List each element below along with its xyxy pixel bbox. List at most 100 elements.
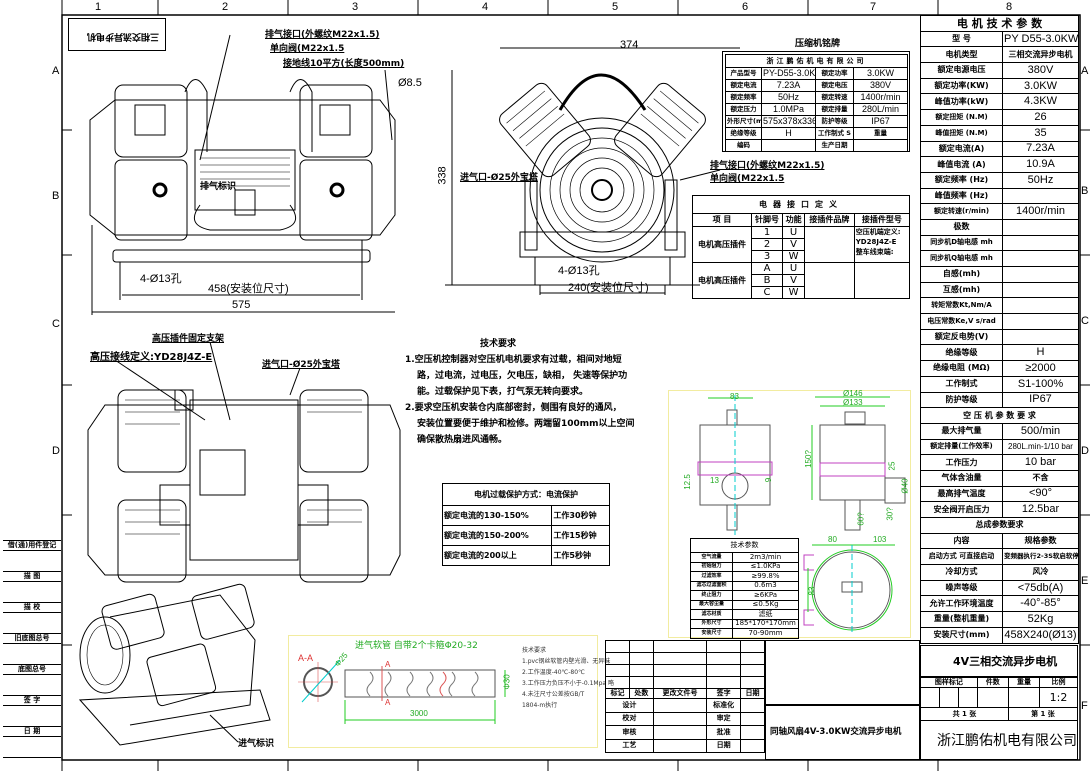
param-value: IP67 [1002, 391, 1079, 409]
table-row: 技术参数 [690, 538, 799, 553]
param-row: 绝缘电阻 (MΩ)≥2000 [920, 360, 1079, 377]
param-row: 冷却方式风冷 [920, 564, 1079, 581]
table-row: 描 校 [3, 602, 61, 613]
param-row: 互感(mh) [920, 281, 1079, 299]
hose-note: 1.pvc钢丝软管内壁光滑、无异味 [522, 658, 611, 665]
param-label: 互感(mh) [920, 281, 1003, 299]
table-cell: U [782, 262, 806, 275]
param-value: 7.23A [1002, 140, 1079, 158]
section-header: 空 压 机 参 数 要 求 [920, 407, 1079, 424]
param-label: 电压常数Ke,V s/rad [920, 313, 1003, 330]
hose-section-label: A-A [298, 653, 314, 663]
param-value: 风冷 [1002, 564, 1079, 581]
param-label: 额定扭矩 (N.M) [920, 109, 1003, 126]
param-row: 额定扭矩 (N.M)26 [920, 109, 1079, 126]
table-cell: W [782, 286, 806, 299]
isometric-view-drawing [78, 583, 271, 746]
dim-label: 103 [873, 535, 887, 544]
overload-protection-table: 电机过载保护方式：电流保护额定电流的130-150%工作30秒钟额定电流的150… [441, 483, 610, 566]
param-row: 极数 [920, 218, 1079, 236]
table-cell [3, 581, 61, 603]
table-cell [740, 738, 765, 753]
table-row: 图样标记件数重量比例 [920, 677, 1078, 688]
param-value: 380V [1002, 62, 1079, 79]
param-label: 重量(整机重量) [920, 611, 1003, 628]
param-row: 峰值电流 (A)10.9A [920, 156, 1079, 173]
ruler-col-label: 5 [612, 1, 619, 13]
table-cell [652, 640, 708, 653]
hose-note: 1804-m执行 [522, 702, 558, 709]
param-label: 工作压力 [920, 454, 1003, 471]
param-value: S1-100% [1002, 375, 1079, 393]
table-cell [976, 687, 1009, 708]
nameplate-title: 压缩机铭牌 [795, 39, 841, 49]
param-row: 同步机Q轴电感 mh [920, 250, 1079, 267]
table-cell [740, 640, 765, 653]
ruler-col-label: 7 [870, 1, 877, 13]
ground-wire-label: 接地线10平方(长度500mm) [283, 59, 405, 69]
exhaust-mark-label: 排气标识 [200, 182, 237, 192]
table-cell [740, 664, 765, 677]
table-cell [652, 711, 708, 726]
table-cell: 旧底图总号 [3, 633, 61, 644]
hose-note: 2.工作温度-40℃-80℃ [522, 669, 585, 676]
table-row: 总成参数要求 [920, 517, 1079, 534]
table-cell [1007, 687, 1041, 708]
param-row: 气体含油量不含 [920, 469, 1079, 487]
param-value: 4.3KW [1002, 93, 1079, 111]
connector-model-line: 整车线束端: [855, 248, 894, 256]
inlet-label: 进气口-Ø25外宝塔 [460, 173, 538, 183]
table-row: 日 期 [3, 726, 61, 737]
param-value [1002, 328, 1079, 346]
table-row [605, 676, 765, 689]
ruler-row-label: C [1081, 315, 1089, 327]
table-row: 校对审定 [605, 711, 765, 726]
table-cell [628, 652, 654, 665]
hose-note: 3.工作压力负压不小于-0.1Mpa 略 [522, 680, 615, 687]
param-value: 三相交流异步电机 [1002, 46, 1079, 64]
param-value: H [1002, 344, 1079, 362]
table-cell [853, 139, 908, 152]
param-label: 同步机Q轴电感 mh [920, 250, 1003, 267]
table-cell [853, 262, 911, 299]
hose-notes: 技术要求 1.pvc钢丝软管内壁光滑、无异味 2.工作温度-40℃-80℃ 3.… [522, 645, 614, 711]
ruler-col-label: 1 [95, 1, 102, 13]
param-label: 额定电流(A) [920, 140, 1003, 158]
param-value: 35 [1002, 124, 1079, 142]
param-row: 峰值扭矩 (N.M)35 [920, 124, 1079, 142]
table-row: 描 图 [3, 571, 61, 582]
dim-label: Ø133 [843, 398, 863, 407]
hose-notes-title: 技术要求 [522, 647, 547, 654]
param-label: 额定反电势(V) [920, 328, 1003, 346]
product-name-cell: 同轴风扇4V-3.0KW交流异步电机 [765, 705, 920, 760]
top-view-drawing [89, 34, 396, 315]
param-label: 额定转速(r/min) [920, 203, 1003, 220]
param-value: 12.5bar [1002, 501, 1079, 518]
left-registration-strip: 借(通)用件登记描 图描 校旧底图总号底图总号签 字日 期 [3, 540, 61, 758]
table-cell [652, 676, 708, 689]
table-row [3, 736, 61, 758]
upside-down-title-box: 三相交流异步电机 [68, 18, 166, 51]
ruler-row-label: D [52, 445, 60, 457]
table-cell: 第 1 张 [1007, 707, 1079, 721]
drawing-name-cell: 4V三相交流异步电机 [920, 645, 1078, 677]
table-cell [605, 640, 630, 653]
table-row: 1:2 [920, 687, 1078, 708]
exhaust-port-label: 排气接口(外螺纹M22x1.5) [265, 30, 380, 40]
nameplate-frame [722, 51, 910, 152]
table-cell [652, 698, 708, 713]
table-cell [628, 664, 654, 677]
table-row: 工艺日期 [605, 738, 765, 753]
table-cell: B [750, 274, 784, 287]
dim-label: 80 [828, 535, 837, 544]
param-row: 电机类型三相交流异步电机 [920, 46, 1079, 64]
table-cell [628, 676, 654, 689]
